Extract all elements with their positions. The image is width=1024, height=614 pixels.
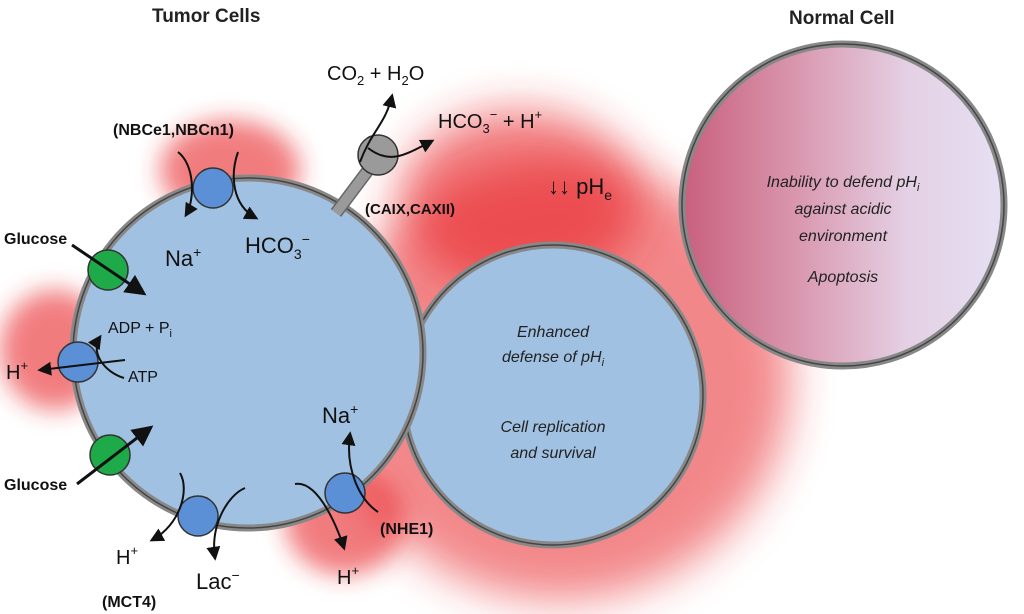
glucose-top-label: Glucose xyxy=(4,231,67,248)
caix-label: (CAIX,CAXII) xyxy=(365,201,455,218)
normal-cell-title: Normal Cell xyxy=(789,8,895,29)
h-bottom-label: H+ xyxy=(337,563,359,589)
adp-label: ADP + Pi xyxy=(108,320,172,340)
hco3-h-label: HCO3− + H+ xyxy=(438,107,542,136)
na-inside-label: Na+ xyxy=(165,244,201,271)
nhe1-label: (NHE1) xyxy=(380,521,433,538)
atp-label: ATP xyxy=(128,369,158,386)
atpase-pump xyxy=(37,334,126,383)
glucose-transporter-bottom xyxy=(76,425,154,486)
svg-text:Inability to defend pHi: Inability to defend pHi xyxy=(767,174,920,194)
svg-text:defense of pHi: defense of pHi xyxy=(502,349,605,369)
mct4-transporter xyxy=(149,472,246,561)
nbc-label: (NBCe1,NBCn1) xyxy=(113,122,234,139)
svg-text:environment: environment xyxy=(799,228,888,245)
tumor-cell-right: Enhanced defense of pHi Cell replication… xyxy=(399,241,707,549)
co2-h2o-label: CO2 + H2O xyxy=(327,63,424,88)
h-left-label: H+ xyxy=(6,358,28,384)
mct4-label: (MCT4) xyxy=(102,594,156,611)
svg-text:against acidic: against acidic xyxy=(795,201,892,218)
glucose-transporter-top xyxy=(71,243,147,296)
svg-text:Apoptosis: Apoptosis xyxy=(807,269,878,286)
nbc-transporter xyxy=(177,151,259,220)
hco3-inside-label: HCO3− xyxy=(245,231,310,262)
svg-text:and survival: and survival xyxy=(510,445,596,462)
svg-text:Enhanced: Enhanced xyxy=(517,324,590,341)
tumor-cell-main xyxy=(69,174,427,532)
phe-label: ↓↓ pHe xyxy=(548,174,612,203)
lac-label: Lac− xyxy=(196,567,240,594)
svg-text:Cell replication: Cell replication xyxy=(501,419,606,436)
h-mct-label: H+ xyxy=(116,543,138,569)
glucose-bottom-label: Glucose xyxy=(4,477,67,494)
nhe1-transporter xyxy=(294,431,379,551)
caix-enzyme xyxy=(330,93,435,217)
na-nhe-label: Na+ xyxy=(322,401,358,428)
normal-cell: Inability to defend pHi against acidic e… xyxy=(678,40,1008,370)
tumor-cells-title: Tumor Cells xyxy=(152,6,260,27)
